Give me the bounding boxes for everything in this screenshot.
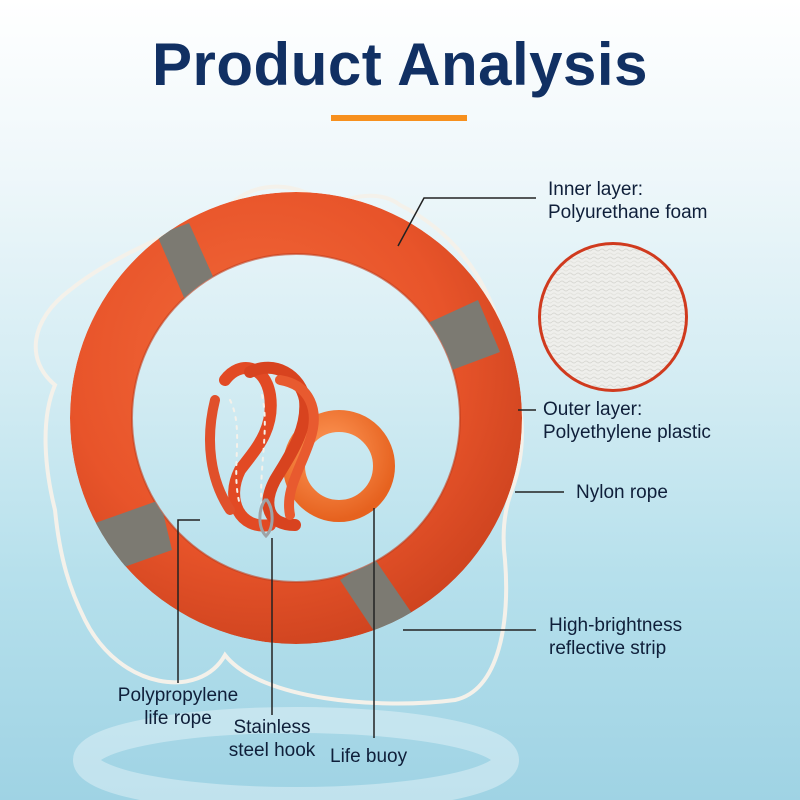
label-outer-layer-line2: Polyethylene plastic: [543, 422, 711, 443]
small-ring: [283, 410, 395, 522]
leader-life-rope: [177, 519, 200, 683]
rope-coil: [205, 361, 319, 532]
label-reflective-strip-line1: High-brightness: [549, 615, 683, 636]
reflective-strip: [70, 500, 172, 582]
foam-sample: [538, 242, 688, 392]
label-nylon-rope-text: Nylon rope: [576, 482, 668, 503]
label-life-rope-line2: life rope: [144, 708, 212, 729]
label-nylon-rope: Nylon rope: [576, 481, 668, 504]
label-reflective-strip-line2: reflective strip: [549, 638, 667, 659]
label-life-rope: Polypropylene life rope: [106, 684, 250, 730]
page-title: Product Analysis: [152, 31, 648, 98]
label-life-buoy: Life buoy: [330, 745, 407, 768]
life-buoy-ring: [70, 192, 522, 652]
label-outer-layer: Outer layer: Polyethylene plastic: [543, 398, 711, 444]
label-outer-layer-line1: Outer layer:: [543, 399, 643, 420]
steel-hook: [258, 498, 274, 539]
label-inner-layer-line1: Inner layer:: [548, 179, 644, 200]
label-inner-layer-line2: Polyurethane foam: [548, 202, 708, 223]
floor-reflection: [73, 707, 519, 800]
label-steel-hook-line2: steel hook: [228, 740, 316, 761]
label-life-buoy-text: Life buoy: [330, 746, 408, 767]
reflective-strip: [157, 223, 227, 323]
reflective-strip: [340, 558, 422, 652]
label-steel-hook-line1: Stainless: [233, 717, 311, 738]
label-steel-hook: Stainless steel hook: [212, 716, 332, 762]
reflective-strip: [404, 300, 500, 382]
leader-inner-layer: [397, 197, 536, 247]
label-life-rope-line1: Polypropylene: [117, 685, 239, 706]
title-underline: [331, 115, 467, 121]
label-inner-layer: Inner layer: Polyurethane foam: [548, 178, 708, 224]
label-reflective-strip: High-brightness reflective strip: [549, 614, 682, 660]
